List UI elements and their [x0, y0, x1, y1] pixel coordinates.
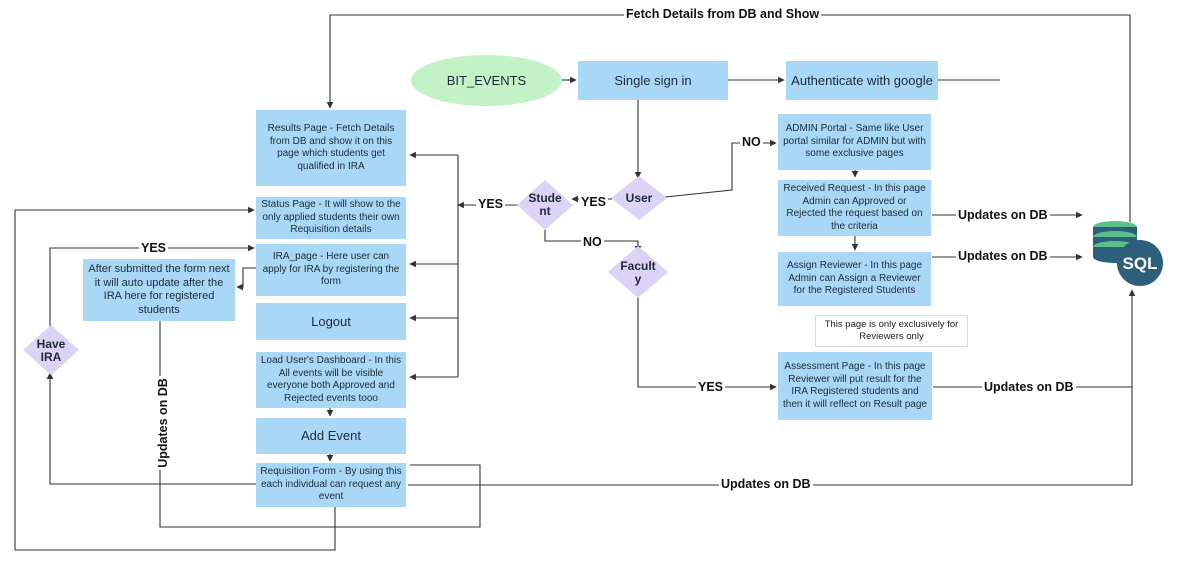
single-sign-in-box: Single sign in	[578, 61, 728, 100]
label-updates-received: Updates on DB	[956, 208, 1050, 222]
svg-text:SQL: SQL	[1123, 254, 1158, 273]
assessment-page-box: Assessment Page - In this page Reviewer …	[778, 352, 932, 420]
decision-student	[517, 180, 573, 230]
edge-fetch-details	[326, 14, 1131, 222]
edge-requisition-to-status	[14, 206, 336, 551]
start-bit-events: BIT_EVENTS	[411, 55, 562, 106]
reviewer-note: This page is only exclusively for Review…	[815, 315, 968, 347]
label-no-faculty: NO	[581, 235, 604, 249]
authenticate-google-box: Authenticate with google	[786, 61, 938, 100]
decision-faculty-label: Facult y	[620, 259, 656, 286]
label-no-admin: NO	[740, 135, 763, 149]
label-updates-vertical: Updates on DB	[155, 376, 170, 470]
edge-requisition-to-haveira	[46, 372, 256, 485]
label-yes-have-ira: YES	[139, 241, 169, 255]
admin-portal-box: ADMIN Portal - Same like User portal sim…	[778, 114, 931, 170]
label-fetch-details: Fetch Details from DB and Show	[624, 7, 822, 21]
ira-page-box: IRA_page - Here user can apply for IRA b…	[256, 244, 406, 296]
assign-reviewer-box: Assign Reviewer - In this page Admin can…	[778, 252, 931, 306]
label-updates-assessment: Updates on DB	[982, 380, 1076, 394]
label-yes-left: YES	[476, 197, 506, 211]
after-submitted-box: After submitted the form next it will au…	[83, 259, 235, 321]
label-yes-faculty: YES	[696, 380, 726, 394]
results-page-box: Results Page - Fetch Details from DB and…	[256, 110, 406, 186]
decision-have-ira-label: Have IRA	[36, 337, 66, 364]
label-updates-assign: Updates on DB	[956, 249, 1050, 263]
decision-user	[611, 176, 667, 220]
decision-user-label: User	[625, 190, 653, 205]
dashboard-box: Load User's Dashboard - In this All even…	[256, 352, 406, 408]
logout-box: Logout	[256, 303, 406, 340]
label-updates-requisition: Updates on DB	[719, 477, 813, 491]
decision-faculty	[608, 246, 668, 298]
decision-have-ira	[23, 325, 79, 375]
received-request-box: Received Request - In this page Admin ca…	[778, 180, 931, 236]
sql-database-icon: SQL	[1093, 221, 1163, 286]
edge-haveira-to-ira	[49, 244, 255, 327]
decision-student-label: Stude nt	[528, 191, 562, 218]
edge-ira-to-after	[236, 267, 256, 291]
label-yes-student: YES	[579, 195, 609, 209]
edge-requisition-to-sql	[408, 289, 1136, 486]
requisition-form-box: Requisition Form - By using this each in…	[256, 463, 406, 507]
edge-user-to-admin	[664, 139, 777, 198]
edge-faculty-to-assessment	[637, 297, 777, 391]
status-page-box: Status Page - It will show to the only a…	[256, 197, 406, 239]
add-event-box: Add Event	[256, 418, 406, 454]
